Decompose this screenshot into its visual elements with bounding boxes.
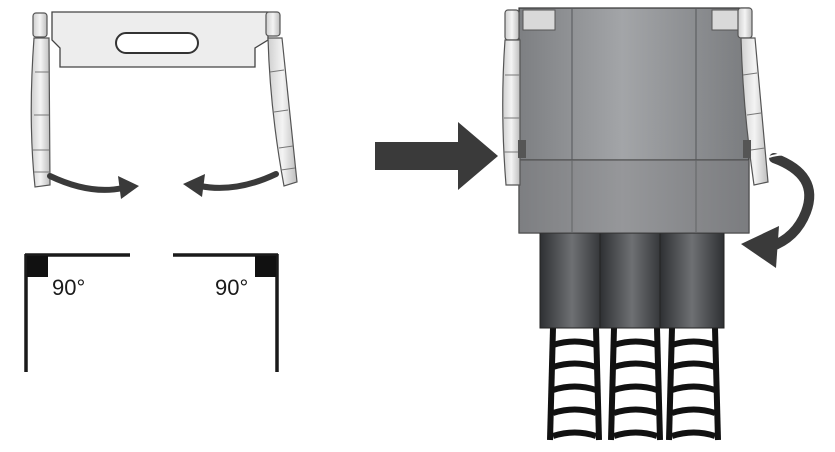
housing-right-latch bbox=[737, 7, 769, 186]
cable-ribs bbox=[547, 327, 721, 441]
connector-assembly bbox=[502, 7, 815, 441]
fold-left-arrow-icon bbox=[47, 173, 139, 199]
cable-glands bbox=[539, 231, 725, 329]
connector-housing bbox=[518, 7, 750, 234]
bend-angle-left bbox=[24, 253, 130, 372]
angle-label-right: 90° bbox=[215, 275, 249, 300]
rotate-arrow-icon bbox=[741, 153, 815, 268]
latch-plate-detail bbox=[30, 11, 298, 199]
fold-right-arrow-icon bbox=[183, 171, 279, 197]
angle-label-left: 90° bbox=[52, 275, 86, 300]
right-arrow-icon bbox=[375, 122, 498, 190]
housing-left-latch bbox=[502, 9, 526, 186]
bend-angle-right bbox=[173, 253, 279, 372]
right-latch-arm bbox=[265, 11, 298, 187]
left-latch-arm bbox=[30, 12, 51, 188]
plate-slot bbox=[115, 32, 199, 54]
